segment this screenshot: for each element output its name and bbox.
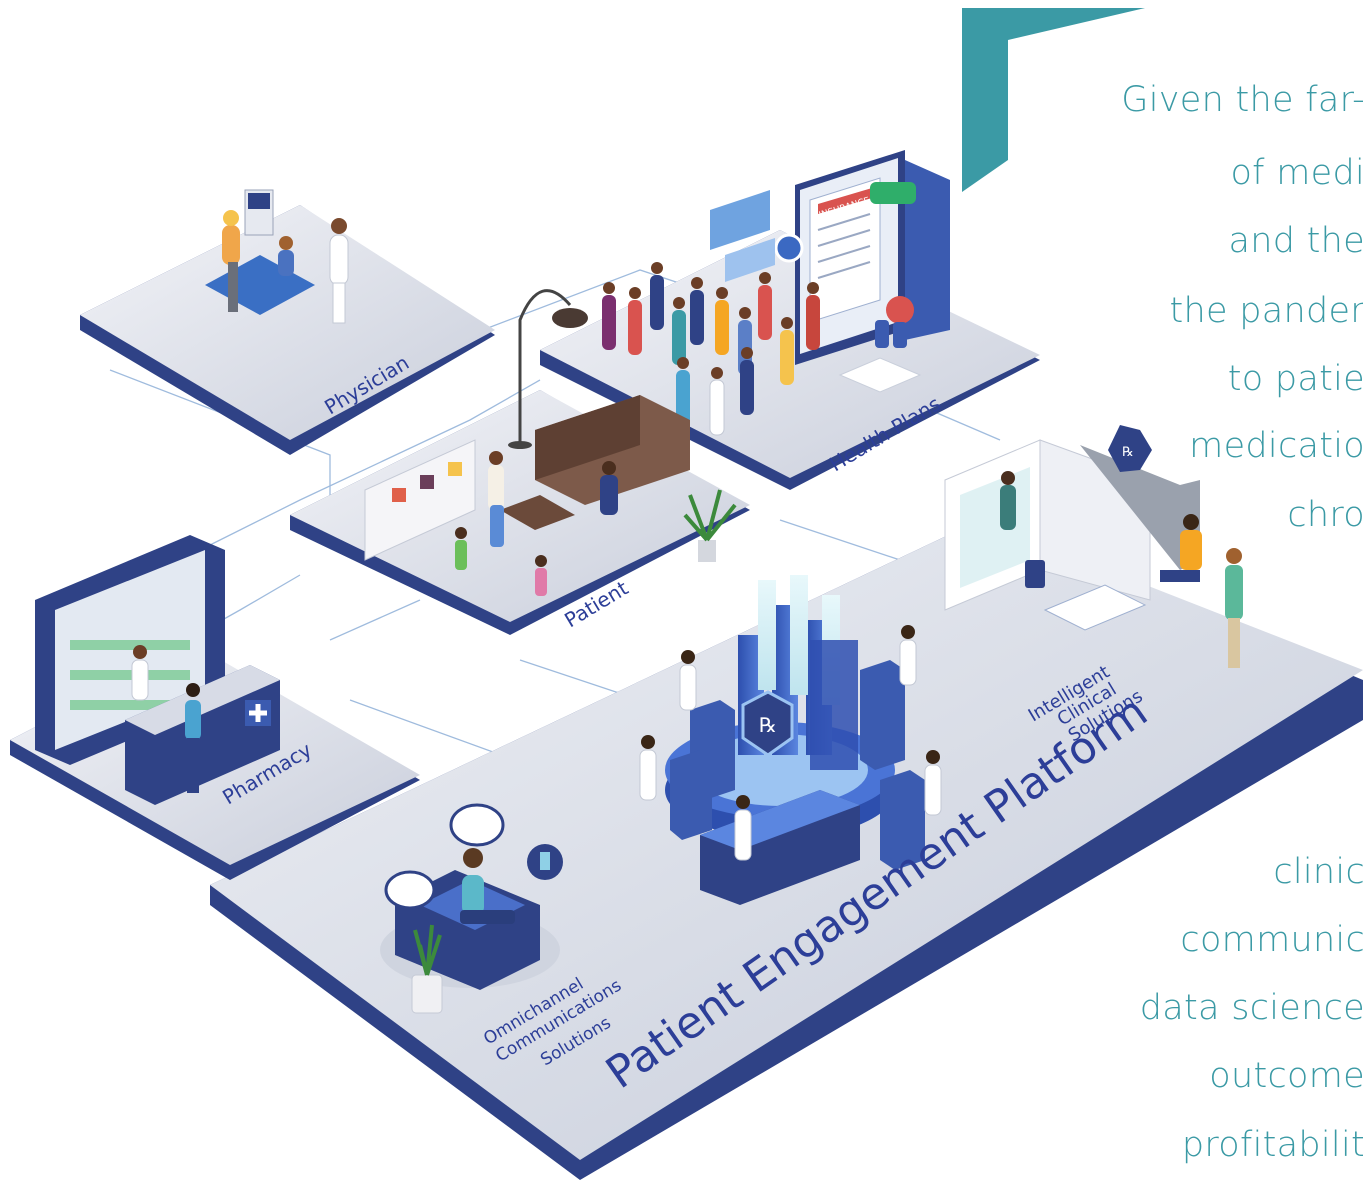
- crowd: [602, 262, 820, 436]
- omnichannel-area: [380, 803, 563, 1014]
- corner-bracket: [962, 8, 1145, 192]
- data-hub: ℞: [639, 575, 942, 905]
- pharmacy-tile: [10, 535, 420, 880]
- svg-text:℞: ℞: [759, 713, 777, 737]
- patient-tile: [290, 289, 750, 635]
- svg-text:℞: ℞: [1122, 445, 1134, 460]
- clinical-area: ℞: [944, 425, 1243, 668]
- physician-tile: [80, 189, 495, 455]
